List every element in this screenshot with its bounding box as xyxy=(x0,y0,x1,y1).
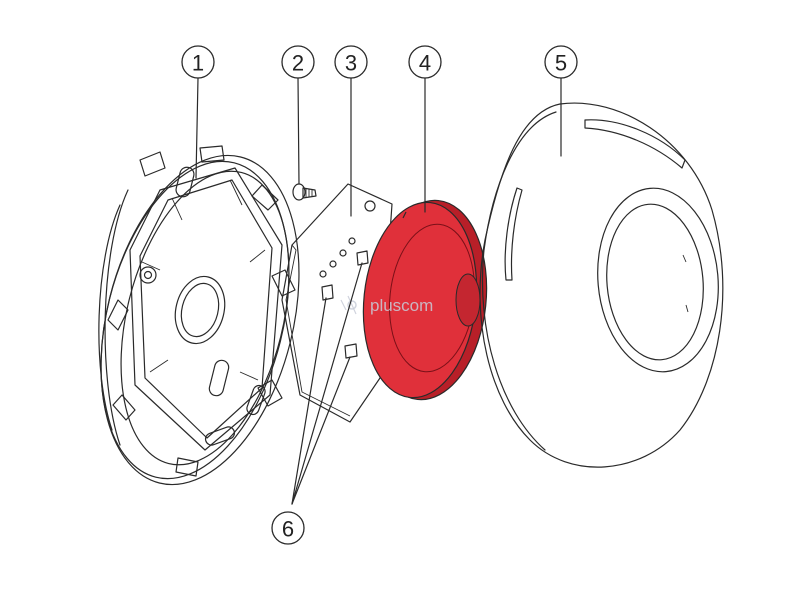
callout-5-label: 5 xyxy=(555,51,567,76)
callout-4-label: 4 xyxy=(419,51,431,76)
screw xyxy=(292,183,317,201)
callout-6-label: 6 xyxy=(282,517,294,542)
callout-3-label: 3 xyxy=(345,51,357,76)
leader-line-2 xyxy=(297,77,300,185)
callout-4: 4 xyxy=(408,45,442,79)
mounting-base-plate xyxy=(98,145,300,486)
leader-line-6b xyxy=(291,262,363,505)
leader-lines xyxy=(195,77,562,505)
callout-2-label: 2 xyxy=(292,51,304,76)
callout-2: 2 xyxy=(281,45,315,79)
dome-cover xyxy=(479,102,724,468)
red-lens-disc xyxy=(362,199,488,401)
leader-line-6c xyxy=(291,356,351,505)
leader-line-6a xyxy=(291,297,327,505)
callout-1: 1 xyxy=(181,45,215,79)
callout-1-label: 1 xyxy=(192,51,204,76)
callout-3: 3 xyxy=(334,45,368,79)
watermark-text: pluscom xyxy=(370,296,433,315)
watermark-logo: pluscom xyxy=(340,295,433,315)
leader-line-1 xyxy=(195,77,199,179)
callout-6: 6 xyxy=(271,511,305,545)
callout-5: 5 xyxy=(544,45,578,79)
